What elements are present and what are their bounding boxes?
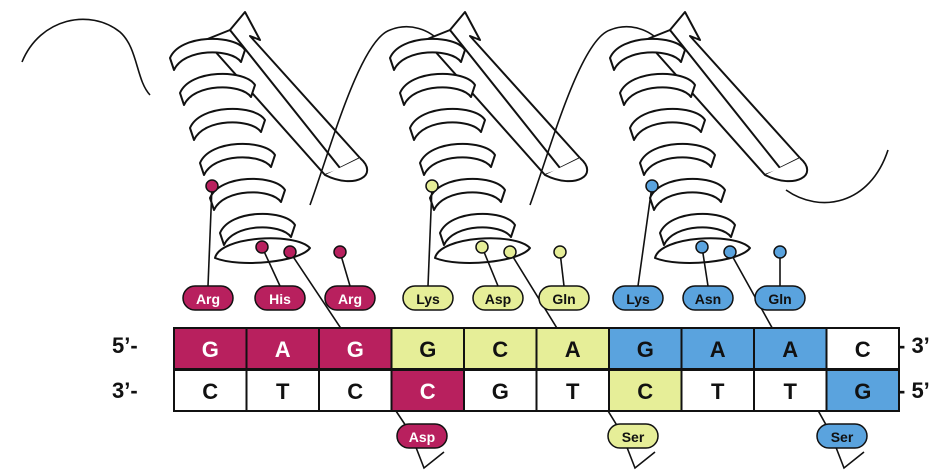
residue-label-text: Gln	[552, 291, 575, 307]
residue-connector	[637, 185, 653, 287]
top-strand-3prime-label: - 3’	[898, 333, 930, 358]
residue-connector	[207, 185, 213, 287]
top-residue-lys: Lys	[402, 285, 454, 311]
residue-label-text: Lys	[626, 291, 650, 307]
top-strand-base-letter: A	[565, 337, 581, 362]
bottom-residue-ser: Ser	[607, 423, 659, 449]
bottom-strand-3prime-label: 3’-	[112, 378, 138, 403]
top-residue-arg: Arg	[182, 285, 234, 311]
bottom-strand-base-letter: T	[276, 379, 290, 404]
top-residue-asn: Asn	[682, 285, 734, 311]
residue-contact-dot	[645, 179, 659, 193]
top-strand-5prime-label: 5’-	[112, 333, 138, 358]
residue-label-text: Gln	[768, 291, 791, 307]
residue-label-text: Lys	[416, 291, 440, 307]
top-strand-base-letter: A	[710, 337, 726, 362]
bottom-strand-base-cell	[245, 369, 320, 412]
residue-label-text: Asp	[409, 429, 435, 445]
protein-n-terminus-loop	[21, 18, 151, 96]
residue-label-text: Arg	[338, 291, 362, 307]
bottom-strand-base-letter: T	[784, 379, 798, 404]
bottom-strand-base-letter: T	[566, 379, 580, 404]
residue-label-text: Ser	[622, 429, 645, 445]
top-strand-base-cell	[535, 327, 610, 370]
beta-hairpin-turn	[764, 157, 808, 183]
top-strand-base-letter: A	[782, 337, 798, 362]
beta-hairpin-turn	[544, 157, 588, 183]
residue-connector	[427, 185, 433, 287]
inter-finger-linker	[309, 26, 441, 206]
residue-label-text: Arg	[196, 291, 220, 307]
zinc-finger-1	[169, 11, 368, 264]
residue-contact-dot	[503, 245, 517, 259]
zinc-finger-2	[309, 11, 588, 264]
residue-label-text: Asp	[485, 291, 511, 307]
residue-label-text: His	[269, 291, 291, 307]
zinc-finger-protein	[21, 11, 889, 264]
bottom-strand-base-letter: C	[637, 379, 653, 404]
residue-contact-dot	[553, 245, 567, 259]
bottom-strand-base-cell	[463, 369, 538, 412]
top-strand-base-letter: C	[492, 337, 508, 362]
top-strand-base-letter: A	[275, 337, 291, 362]
bottom-strand-base-letter: C	[202, 379, 218, 404]
top-strand-base-letter: G	[419, 337, 436, 362]
top-residue-lys: Lys	[612, 285, 664, 311]
zinc-finger-3	[529, 11, 808, 264]
residue-contact-dot	[205, 179, 219, 193]
top-residue-gln: Gln	[538, 285, 590, 311]
residue-contact-dot	[773, 245, 787, 259]
alpha-helix	[389, 37, 516, 246]
top-strand-base-cell	[753, 327, 828, 370]
top-residue-asp: Asp	[472, 285, 524, 311]
residue-contact-dot	[333, 245, 347, 259]
inter-finger-linker	[529, 26, 661, 206]
top-strand-base-cell	[463, 327, 538, 370]
residue-connector	[261, 246, 281, 287]
residue-contact-dot	[475, 240, 489, 254]
residue-contact-dot	[255, 240, 269, 254]
protein-c-terminus-loop	[785, 149, 889, 204]
bottom-residue-asp: Asp	[396, 423, 448, 449]
top-residue-arg: Arg	[324, 285, 376, 311]
bottom-residue-ser: Ser	[816, 423, 868, 449]
top-strand-base-letter: G	[347, 337, 364, 362]
bottom-strand-base-cell	[825, 369, 900, 412]
bottom-strand-base-cell	[535, 369, 610, 412]
residue-contact-dot	[723, 245, 737, 259]
bottom-strand-base-cell	[173, 369, 248, 412]
top-residue-gln: Gln	[754, 285, 806, 311]
residue-label-text: Ser	[831, 429, 854, 445]
top-strand-base-letter: C	[855, 337, 871, 362]
bottom-strand-base-letter: G	[492, 379, 509, 404]
bottom-strand-base-letter: C	[347, 379, 363, 404]
residue-connector	[481, 246, 499, 287]
bottom-strand-base-cell	[680, 369, 755, 412]
top-strand-base-letter: G	[637, 337, 654, 362]
residue-contact-dot	[695, 240, 709, 254]
top-residue-his: His	[254, 285, 306, 311]
alpha-helix	[609, 37, 736, 246]
alpha-helix	[169, 37, 296, 246]
bottom-strand-base-letter: G	[854, 379, 871, 404]
bottom-strand-base-letter: T	[711, 379, 725, 404]
top-strand-base-cell	[173, 327, 248, 370]
bottom-strand-5prime-label: - 5’	[898, 378, 930, 403]
bottom-strand-base-letter: C	[420, 379, 436, 404]
residue-label-text: Asn	[695, 291, 721, 307]
bottom-strand-base-cell	[608, 369, 683, 412]
residue-contact-dot	[283, 245, 297, 259]
residue-contact-dot	[425, 179, 439, 193]
top-strand-base-letter: G	[202, 337, 219, 362]
bottom-strand-base-cell	[753, 369, 828, 412]
beta-hairpin-turn	[324, 157, 368, 183]
